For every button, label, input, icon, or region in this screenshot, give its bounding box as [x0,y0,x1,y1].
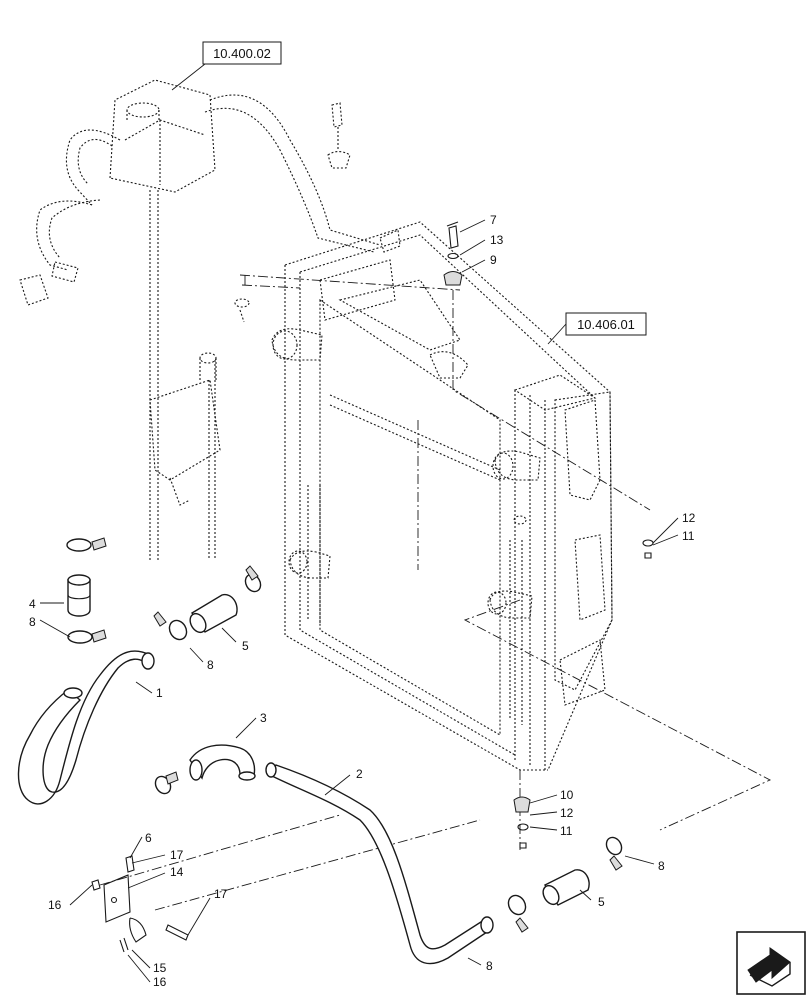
callout-12-bottom: 12 [560,806,574,820]
callout-10: 10 [560,788,574,802]
callout-12-right: 12 [682,511,696,525]
clamp-mid-1 [153,611,188,641]
fastener-stack-top-right [443,221,463,286]
reference-10-400-02[interactable]: 10.400.02 [202,41,282,65]
callout-11-bottom: 11 [560,824,573,838]
callout-4: 4 [29,597,36,611]
hose-4-coupler [67,574,91,617]
clamp-upper-left [66,537,107,552]
clamp-elbow [154,771,179,795]
callout-15: 15 [153,961,167,975]
bolt-top-center [327,102,351,169]
callout-6: 6 [145,831,152,845]
callout-14: 14 [170,865,184,879]
overflow-bottle [149,352,221,560]
fastener-stack-right [642,539,654,559]
callout-5-lower: 5 [598,895,605,909]
callout-13: 13 [490,233,504,247]
callout-17-lower: 17 [214,887,228,901]
reference-10-400-02-label: 10.400.02 [213,46,271,61]
radiator-assembly [234,221,613,771]
callout-17-upper: 17 [170,848,184,862]
hose-1-lower-radiator [17,650,155,805]
callout-labels: 1 2 3 4 5 5 6 7 8 8 8 8 9 10 11 11 12 12… [29,213,696,989]
leader-lines [39,219,679,983]
clamp-lower-2 [605,836,623,871]
coolant-reservoir [19,79,401,560]
callout-3: 3 [260,711,267,725]
callout-7: 7 [490,213,497,227]
callout-8-mid: 8 [207,658,214,672]
callout-8-left: 8 [29,615,36,629]
callout-16-left: 16 [48,898,62,912]
bracket-assembly [91,855,189,953]
callout-11-right: 11 [682,529,695,543]
callout-16-bottom: 16 [153,975,167,989]
fastener-stack-bottom [513,796,531,849]
hose-3-elbow [189,744,256,781]
callout-2: 2 [356,767,363,781]
callout-9: 9 [490,253,497,267]
callout-8-right: 8 [658,859,665,873]
callout-5-upper: 5 [242,639,249,653]
hose-2-long [265,762,494,965]
assembly-centerlines [99,274,772,911]
hose-5-lower [542,869,590,906]
clamp-mid-2 [244,565,262,593]
clamp-lower-1 [507,894,529,933]
callout-8-bottom: 8 [486,959,493,973]
clamp-left [67,629,107,644]
hose-5-upper [189,593,238,634]
callout-1: 1 [156,686,163,700]
reference-10-406-01[interactable]: 10.406.01 [565,312,647,336]
reference-10-406-01-label: 10.406.01 [577,317,635,332]
next-page-arrow-icon[interactable] [736,931,806,995]
